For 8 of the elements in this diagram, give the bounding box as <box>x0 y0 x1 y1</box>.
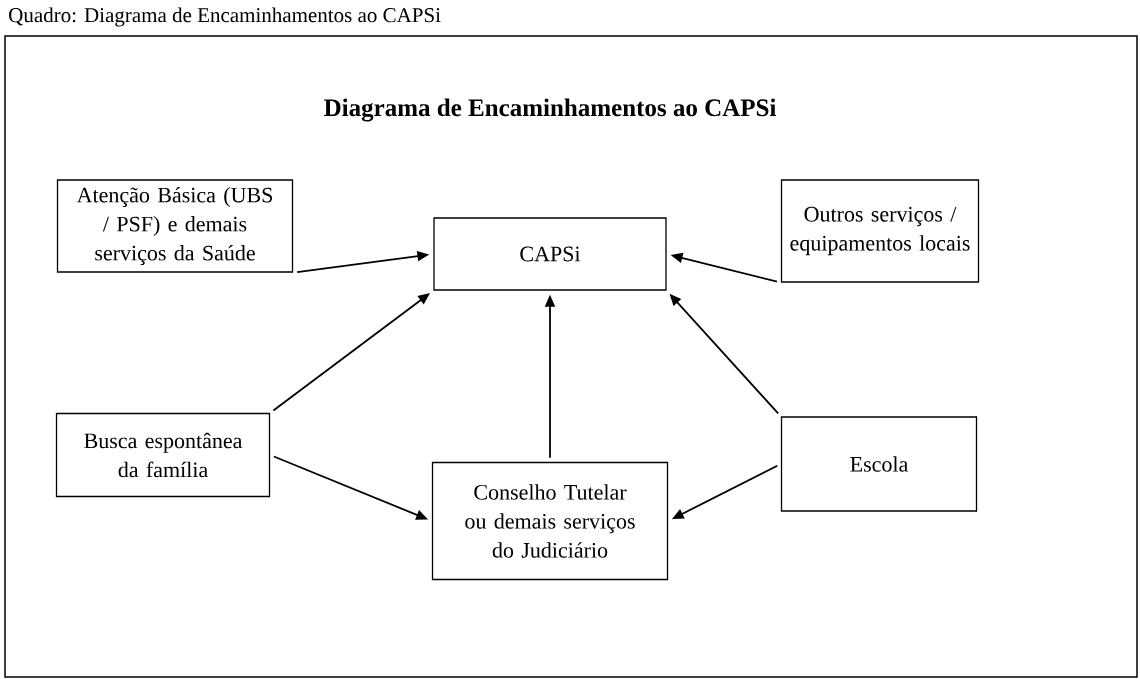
process-box: Atenção Básica (UBS / PSF) e demais serviços da Saúde <box>56 179 294 273</box>
process-box: Escola <box>780 416 978 512</box>
process-box: Conselho Tutelar ou demais serviços do Judiciário <box>431 461 669 581</box>
caption: Quadro: Diagrama de Encaminhamentos ao CAPSi <box>9 7 441 27</box>
title: Diagrama de Encaminhamentos ao CAPSi <box>324 98 776 122</box>
process-box: Busca espontânea da família <box>55 412 271 498</box>
process-box: Outros serviços / equipamentos locais <box>780 179 980 283</box>
process-box: CAPSi <box>433 217 667 291</box>
